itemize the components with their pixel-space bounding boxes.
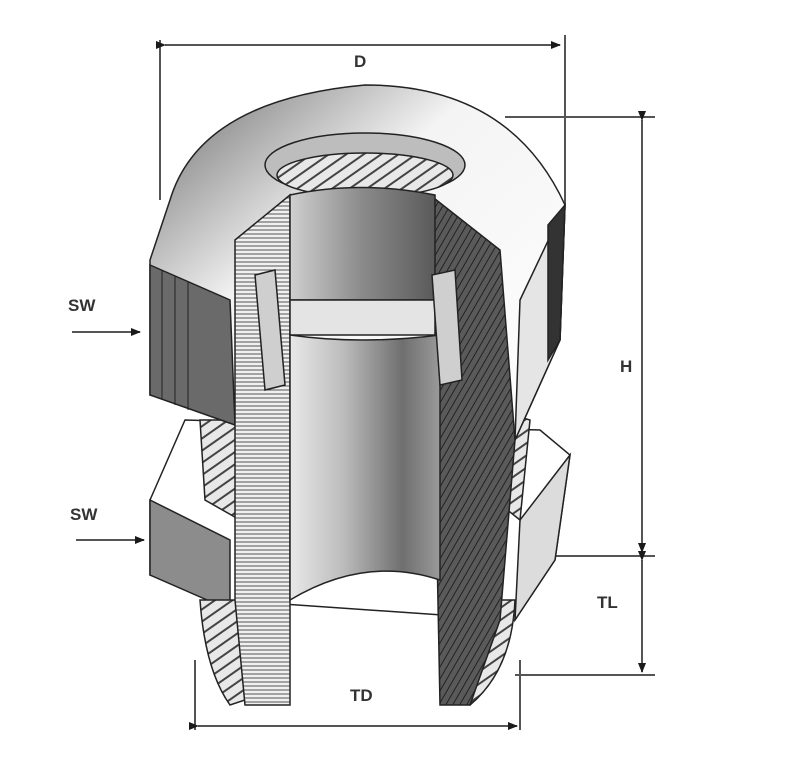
label-tl: TL <box>597 593 618 612</box>
label-sw-top: SW <box>68 296 96 315</box>
inner-bore <box>254 186 463 602</box>
label-h: H <box>620 357 633 376</box>
label-d: D <box>354 52 367 71</box>
label-sw-bottom: SW <box>70 505 98 524</box>
dimension-lines <box>72 35 655 730</box>
label-td: TD <box>350 686 373 705</box>
